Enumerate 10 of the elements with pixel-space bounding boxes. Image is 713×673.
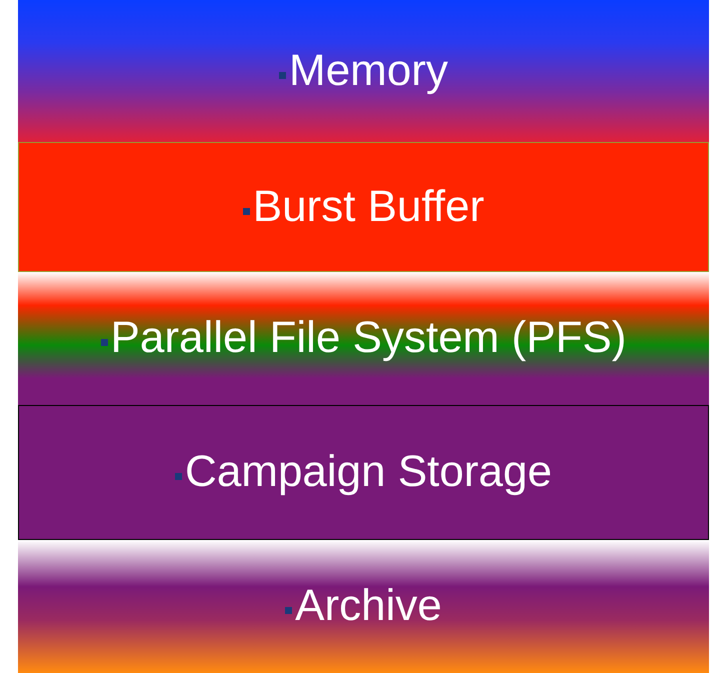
storage-tier-band [18, 142, 709, 272]
tier-label: Memory [289, 46, 448, 96]
storage-tier-band [18, 540, 709, 673]
tier-label: Archive [295, 582, 442, 631]
tier-label: Burst Buffer [252, 182, 484, 232]
storage-tier-band [18, 405, 709, 540]
tier-label: Campaign Storage [185, 448, 552, 497]
tier-label: Parallel File System (PFS) [110, 314, 626, 363]
storage-tier-band [18, 0, 709, 142]
storage-tier-band [18, 272, 709, 405]
